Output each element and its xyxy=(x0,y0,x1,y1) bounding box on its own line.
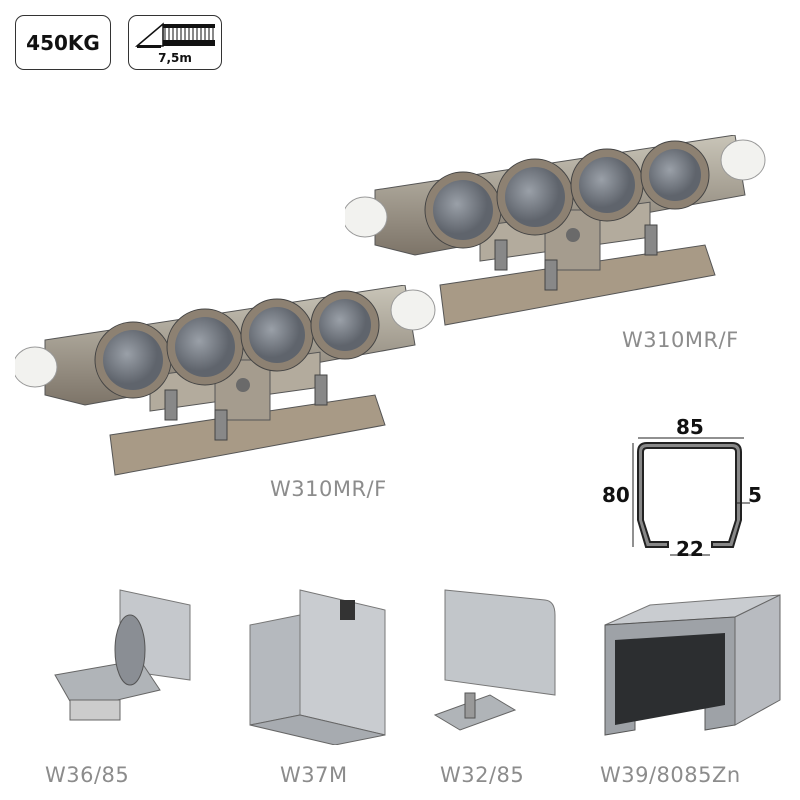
profile-diagram: 85 80 5 22 xyxy=(602,415,762,561)
capacity-text: 450KG xyxy=(26,30,100,55)
product-label: W32/85 xyxy=(440,763,525,787)
w37m-image xyxy=(249,589,386,745)
profile-thickness: 5 xyxy=(748,483,762,507)
carriage-front-image xyxy=(15,285,436,476)
sliding-gate-icon xyxy=(135,22,215,48)
w39-8085zn-image xyxy=(604,594,781,736)
gate-length-text: 7,5m xyxy=(158,51,192,65)
capacity-badge: 450KG xyxy=(15,15,111,70)
profile-height: 80 xyxy=(602,483,630,507)
product-label: W39/8085Zn xyxy=(600,763,741,787)
product-label: W36/85 xyxy=(45,763,130,787)
product-label: W37M xyxy=(280,763,348,787)
w32-85-image xyxy=(433,589,556,731)
profile-width: 85 xyxy=(676,415,704,439)
profile-opening: 22 xyxy=(676,537,704,561)
gate-length-badge: 7,5m xyxy=(128,15,222,70)
carriage-front-label: W310MR/F xyxy=(270,477,387,501)
carriage-back-label: W310MR/F xyxy=(622,328,739,352)
w36-85-image xyxy=(54,589,191,721)
